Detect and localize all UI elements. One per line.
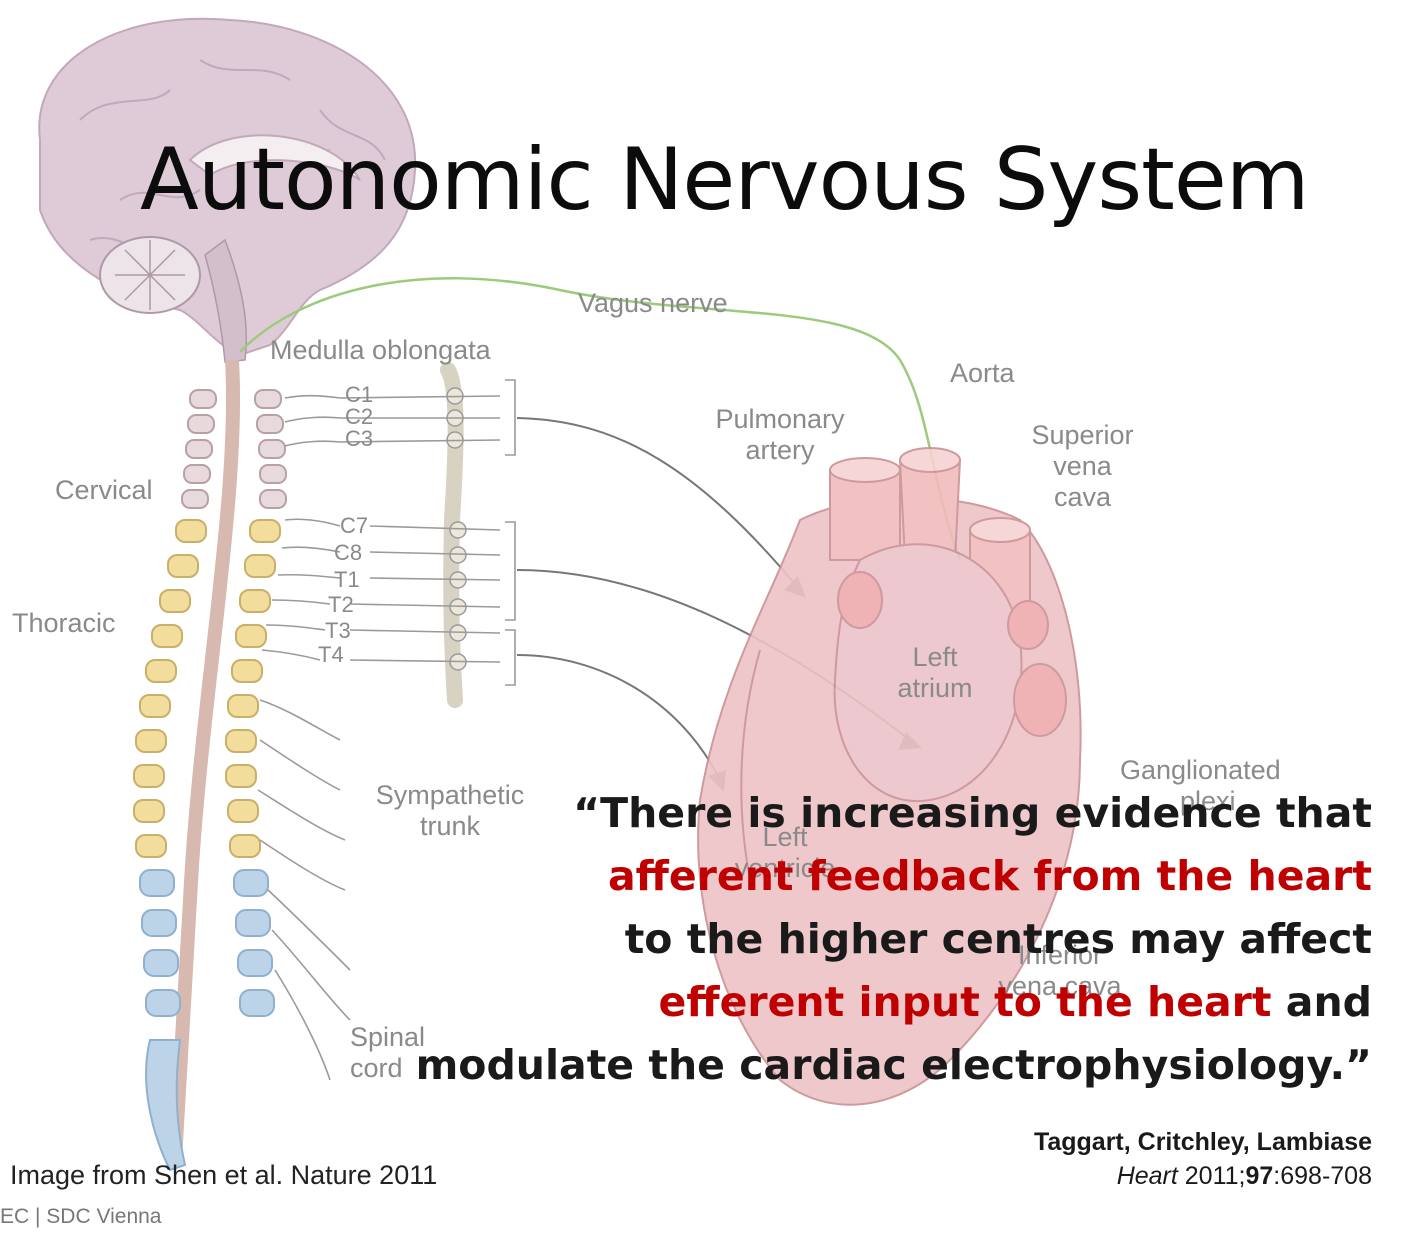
label-t2: T2 bbox=[328, 592, 354, 617]
citation-year: 2011; bbox=[1178, 1162, 1246, 1190]
quote-line-4: efferent input to the heart and bbox=[272, 971, 1372, 1034]
quote-line-2: afferent feedback from the heart bbox=[272, 845, 1372, 908]
quote-block: “There is increasing evidence that affer… bbox=[272, 782, 1372, 1097]
label-medulla-oblongata: Medulla oblongata bbox=[270, 335, 491, 366]
label-superior-vena-cava: Superior vena cava bbox=[1020, 420, 1145, 513]
citation-authors: Taggart, Critchley, Lambiase bbox=[1034, 1125, 1372, 1159]
label-c7: C7 bbox=[340, 513, 368, 538]
citation: Taggart, Critchley, Lambiase Heart 2011;… bbox=[1034, 1125, 1372, 1193]
label-superior-vena-cava-line3: cava bbox=[1020, 482, 1145, 513]
citation-pages: :698-708 bbox=[1273, 1162, 1372, 1190]
label-left-atrium-line2: atrium bbox=[880, 673, 990, 704]
citation-reference: Heart 2011;97:698-708 bbox=[1034, 1159, 1372, 1193]
label-vagus-nerve: Vagus nerve bbox=[578, 288, 728, 319]
label-superior-vena-cava-line2: vena bbox=[1020, 451, 1145, 482]
label-pulmonary-artery: Pulmonary artery bbox=[700, 404, 860, 466]
citation-journal: Heart bbox=[1117, 1162, 1178, 1190]
quote-line-3: to the higher centres may affect bbox=[272, 908, 1372, 971]
label-c8: C8 bbox=[334, 540, 362, 565]
label-left-atrium-line1: Left bbox=[880, 642, 990, 673]
label-t4: T4 bbox=[318, 642, 344, 667]
footer-text: EC | SDC Vienna bbox=[0, 1205, 161, 1229]
label-c3: C3 bbox=[345, 426, 373, 451]
image-credit: Image from Shen et al. Nature 2011 bbox=[10, 1160, 437, 1191]
slide-title: Autonomic Nervous System bbox=[140, 130, 1309, 230]
label-thoracic: Thoracic bbox=[12, 608, 116, 639]
label-pulmonary-artery-line1: Pulmonary bbox=[700, 404, 860, 435]
quote-line-1: “There is increasing evidence that bbox=[272, 782, 1372, 845]
label-superior-vena-cava-line1: Superior bbox=[1020, 420, 1145, 451]
label-cervical: Cervical bbox=[55, 475, 153, 506]
quote-line-4-highlight: efferent input to the heart bbox=[659, 978, 1272, 1026]
label-t3: T3 bbox=[325, 618, 351, 643]
label-pulmonary-artery-line2: artery bbox=[700, 435, 860, 466]
label-left-atrium: Left atrium bbox=[880, 642, 990, 704]
quote-line-5: modulate the cardiac electrophysiology.” bbox=[272, 1034, 1372, 1097]
citation-volume: 97 bbox=[1245, 1162, 1273, 1190]
quote-line-4-rest: and bbox=[1272, 978, 1372, 1026]
label-t1: T1 bbox=[334, 567, 360, 592]
label-aorta: Aorta bbox=[950, 358, 1015, 389]
